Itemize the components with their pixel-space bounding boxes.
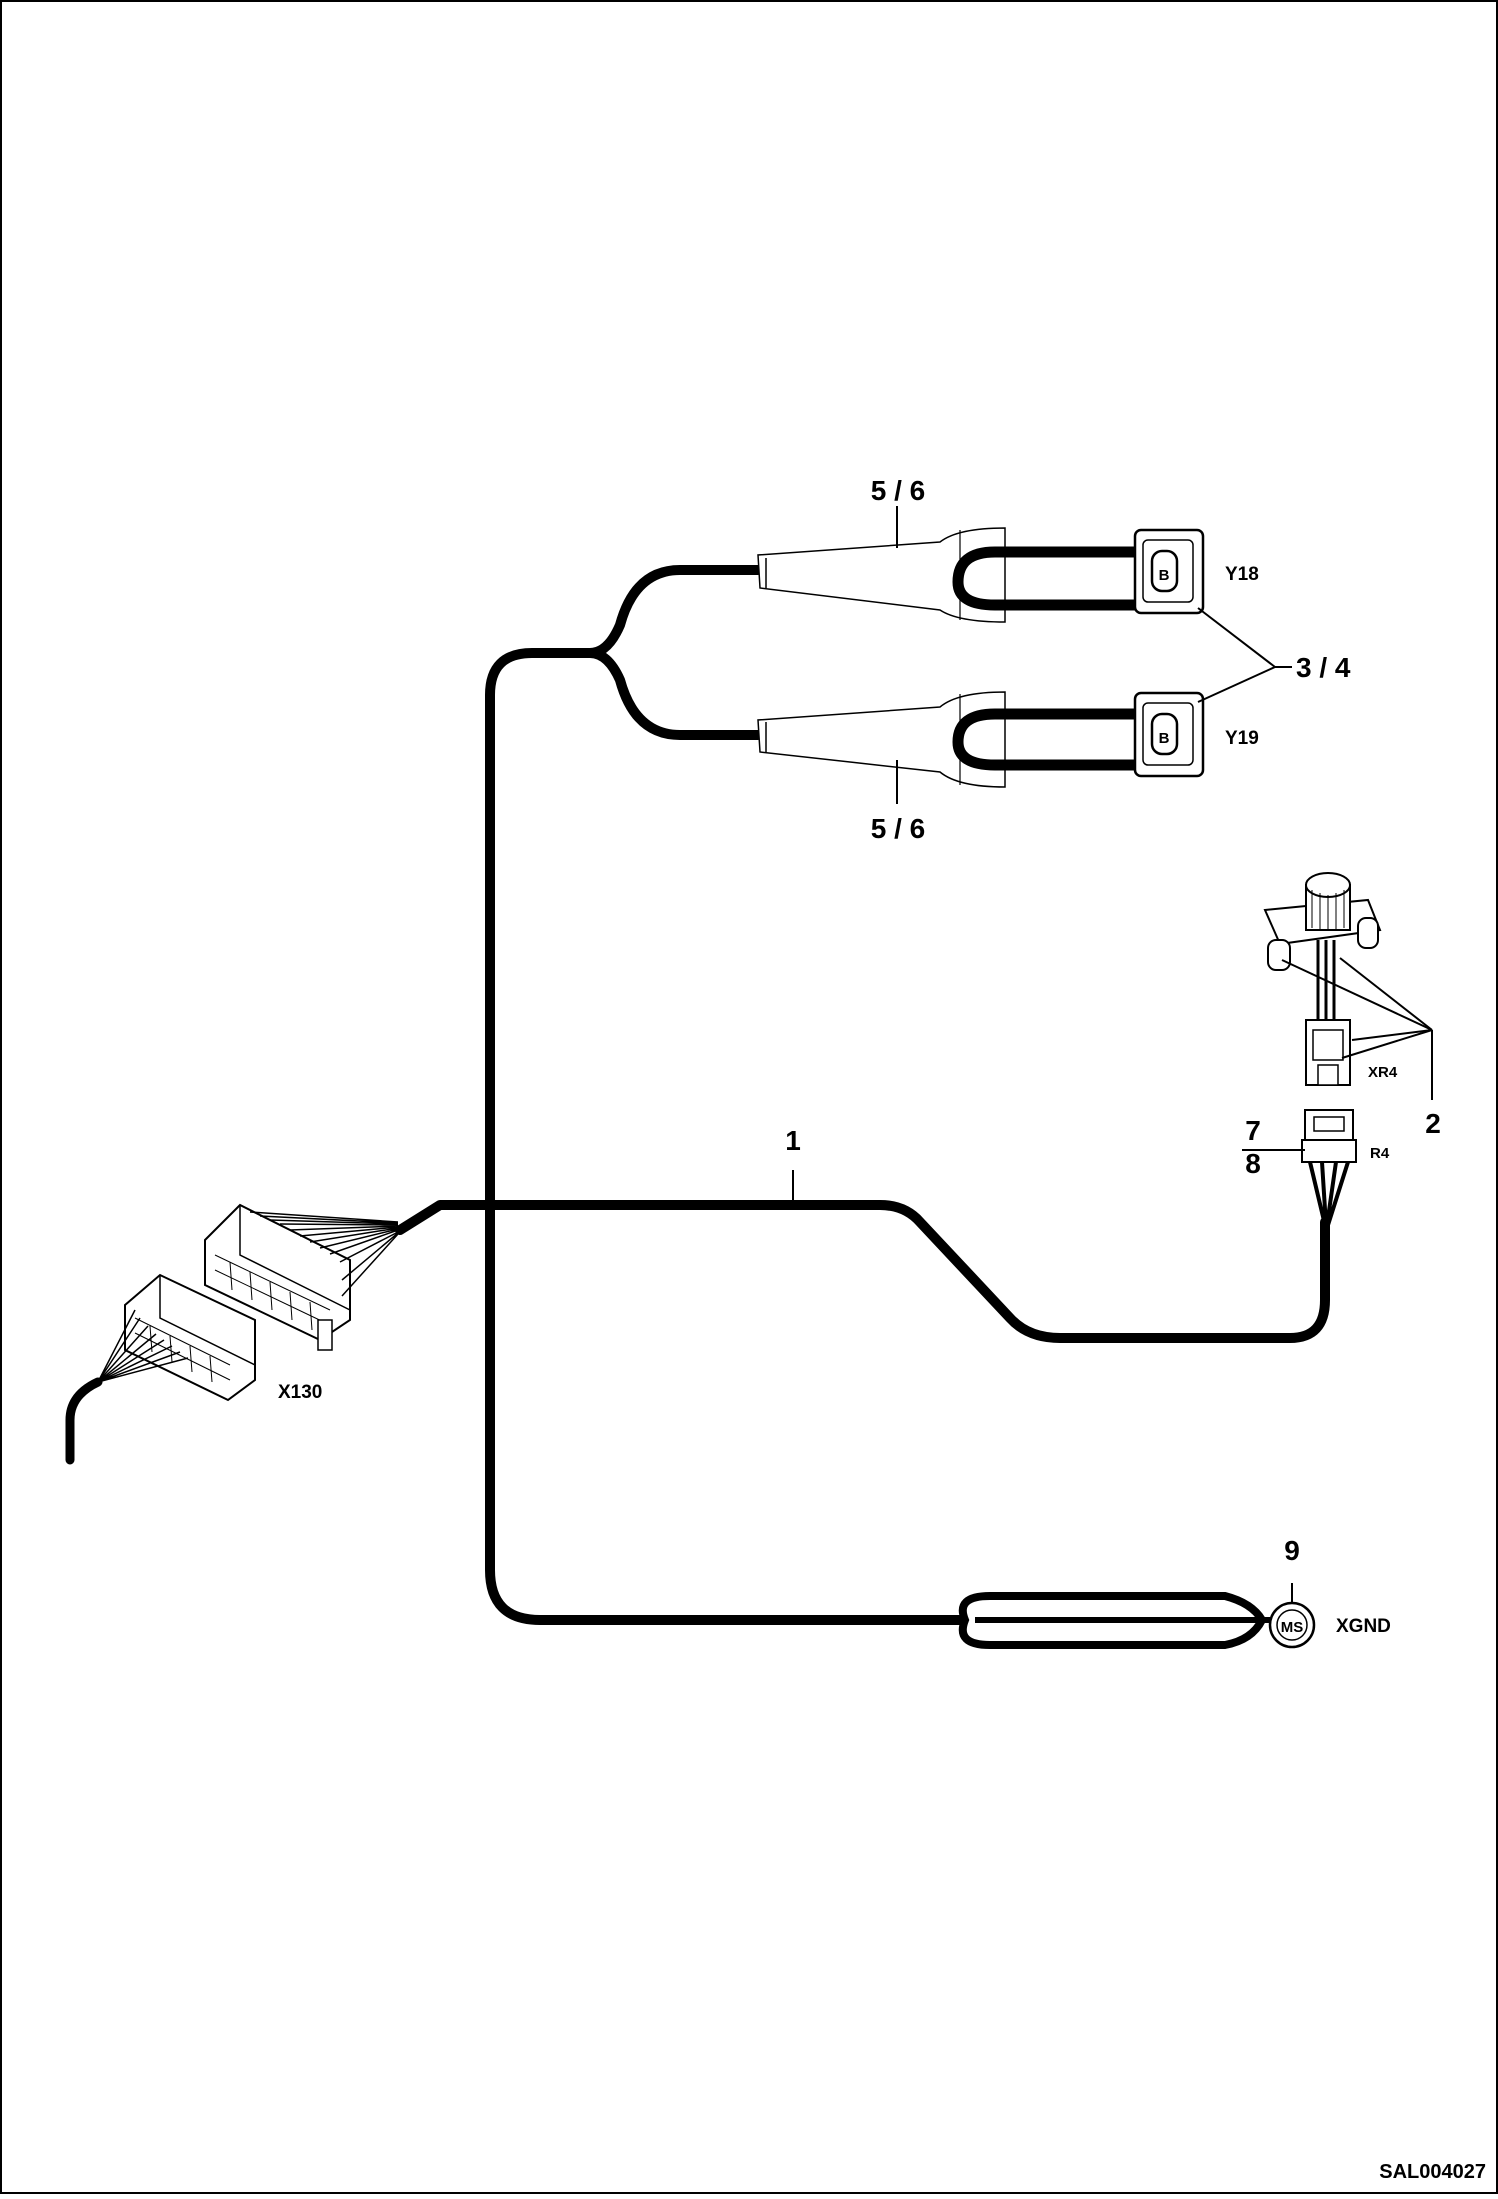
leader-34-y18 [1197, 607, 1276, 668]
callouts-r4 [792, 957, 1433, 1607]
callout-34: 3 / 4 [1296, 652, 1351, 683]
main-harness [65, 565, 1330, 1625]
y18-assembly: B Y18 [757, 527, 1259, 623]
callouts-upper [896, 506, 1292, 804]
xgnd-label: XGND [1336, 1616, 1391, 1637]
ground-assembly: MS XGND [958, 1592, 1391, 1649]
y18-valve-label: B [1159, 567, 1170, 584]
callout-56-bottom: 5 / 6 [871, 813, 925, 844]
x130-harness-connector [204, 1203, 399, 1351]
x130-label: X130 [278, 1382, 322, 1403]
xr4-label: XR4 [1368, 1064, 1398, 1081]
y18-sleeve [757, 527, 1006, 623]
callout-1: 1 [785, 1125, 801, 1156]
y19-assembly: B Y19 [757, 691, 1259, 788]
callout-2: 2 [1425, 1108, 1441, 1139]
ms-label: MS [1281, 1619, 1304, 1636]
branch-y19 [585, 648, 763, 740]
callout-56-top: 5 / 6 [871, 475, 925, 506]
y19-label: Y19 [1225, 728, 1259, 749]
branch-y18 [585, 565, 763, 658]
x130-lead-wires [97, 1309, 189, 1383]
x130-assembly: X130 [97, 1203, 399, 1403]
y18-wire-loop [952, 546, 1135, 611]
x130-wire-bundle [249, 1211, 399, 1297]
harness-trunk [485, 648, 970, 1625]
x130-mating-connector [97, 1273, 256, 1402]
branch-1 [395, 1200, 1330, 1343]
drawing-code: SAL004027 [1379, 2161, 1486, 2183]
callout-7: 7 [1245, 1115, 1261, 1146]
leader-34-y19 [1197, 666, 1276, 703]
r4-label: R4 [1370, 1145, 1390, 1162]
y18-label: Y18 [1225, 564, 1259, 585]
y19-valve-label: B [1159, 730, 1170, 747]
callout-9: 9 [1284, 1535, 1300, 1566]
x130-lead [65, 1377, 103, 1465]
y19-sleeve [757, 691, 1006, 788]
y19-wire-loop [952, 708, 1135, 771]
r4-wire-fan [1308, 1161, 1350, 1226]
r4-assembly: XR4 R4 [1263, 872, 1398, 1226]
callout-8: 8 [1245, 1148, 1261, 1179]
